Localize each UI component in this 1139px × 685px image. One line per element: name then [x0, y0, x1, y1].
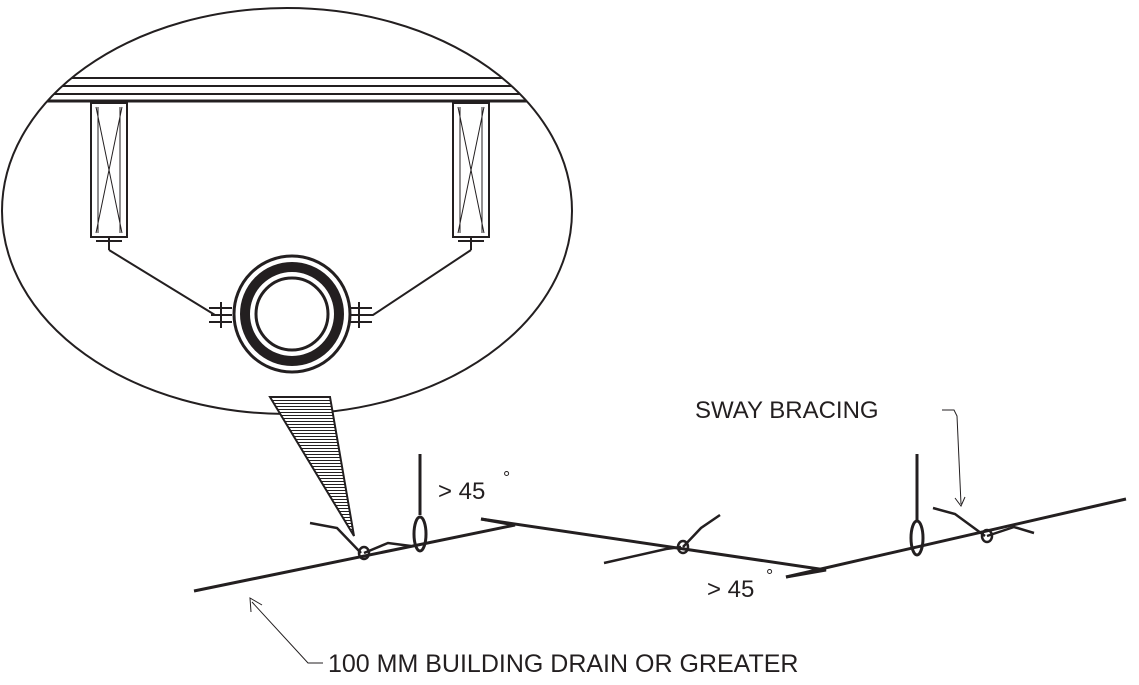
clamp-bolts — [209, 302, 372, 328]
pipe-hangers — [412, 454, 925, 557]
degree-symbol-right: ° — [766, 566, 773, 586]
angle-label-left: > 45 — [438, 478, 485, 505]
pipe-cross-section — [232, 254, 352, 374]
sway-bracing-label: SWAY BRACING — [695, 397, 879, 424]
detail-bubble — [1, 7, 573, 415]
detail-callout-pointer — [268, 396, 355, 537]
drain-label-leader — [249, 597, 323, 664]
right-joist — [452, 102, 490, 250]
sway-bracing-leader — [942, 409, 966, 507]
angle-label-right: > 45 — [707, 576, 754, 603]
left-joist — [90, 102, 128, 250]
drain-pipe-run — [193, 497, 1127, 593]
degree-symbol-left: ° — [503, 468, 510, 488]
ceiling-structure — [2, 77, 572, 103]
drain-label: 100 MM BUILDING DRAIN OR GREATER — [328, 650, 798, 678]
run-sway-braces — [309, 506, 1035, 565]
